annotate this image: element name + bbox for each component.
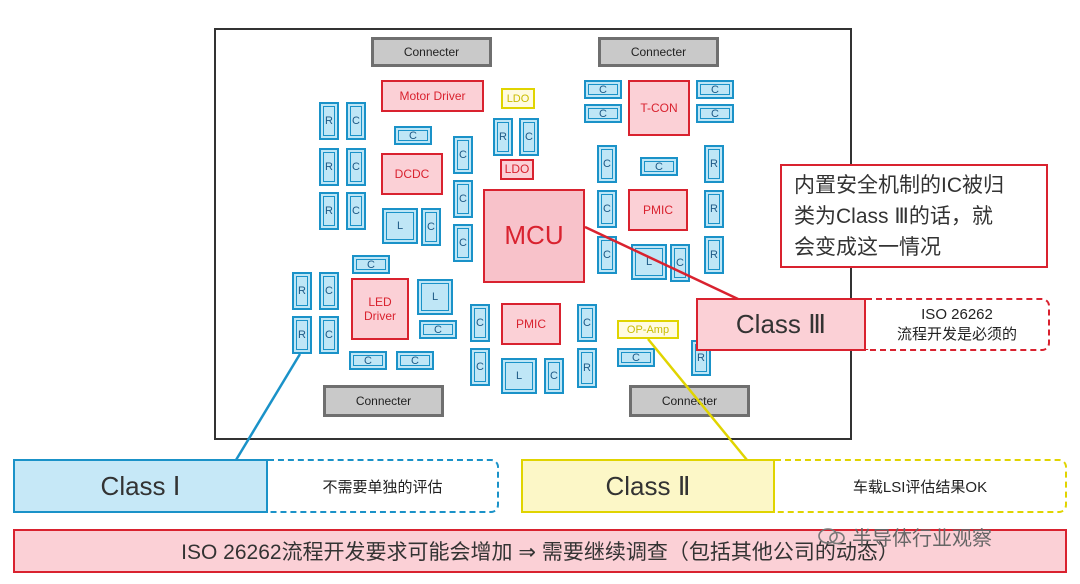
resistor: R: [577, 348, 597, 388]
capacitor: C: [470, 348, 490, 386]
capacitor: C: [419, 320, 457, 339]
watermark-text: 半导体行业观察: [852, 527, 992, 550]
resistor: R: [292, 272, 312, 310]
capacitor: C: [349, 351, 387, 370]
capacitor: C: [346, 102, 366, 140]
resistor: R: [319, 148, 339, 186]
footer-banner: ISO 26262流程开发要求可能会增加 ⇒ 需要继续调查（包括其他公司的动态）: [13, 529, 1067, 573]
capacitor: C: [670, 244, 690, 282]
class3-note: ISO 26262 流程开发是必须的: [866, 298, 1050, 351]
resistor: R: [493, 118, 513, 156]
capacitor: C: [584, 104, 622, 123]
callout-line-2: 类为Class Ⅲ的话，就: [794, 205, 993, 228]
capacitor: C: [396, 351, 434, 370]
ldo-yellow-ic: LDO: [501, 88, 535, 109]
capacitor: C: [696, 104, 734, 123]
mcu-to-class3-line: [584, 225, 739, 301]
resistor: R: [704, 145, 724, 183]
capacitor: C: [470, 304, 490, 342]
capacitor: C: [597, 190, 617, 228]
capacitor: C: [544, 358, 564, 394]
pmic-bottom-ic: PMIC: [501, 303, 561, 345]
resistor: R: [319, 102, 339, 140]
connector-top-left: Connecter: [371, 37, 492, 67]
capacitor: C: [696, 80, 734, 99]
capacitor: C: [346, 148, 366, 186]
capacitor: C: [319, 272, 339, 310]
callout-line-1: 内置安全机制的IC被归: [794, 174, 1004, 197]
connector-top-right: Connecter: [598, 37, 719, 67]
resistor: R: [319, 192, 339, 230]
callout-line-3: 会变成这一情况: [794, 236, 941, 259]
resistor-to-class1-line: [234, 353, 302, 461]
class1-note: 不需要单独的评估: [268, 459, 499, 513]
capacitor: C: [640, 157, 678, 176]
capacitor: C: [519, 118, 539, 156]
opamp-to-class2-line: [647, 338, 748, 461]
class3-note-line-2: 流程开发是必须的: [896, 325, 1017, 343]
capacitor: C: [453, 224, 473, 262]
capacitor: C: [394, 126, 432, 145]
capacitor: C: [319, 316, 339, 354]
capacitor: C: [421, 208, 441, 246]
inductor: L: [501, 358, 537, 394]
ldo-red-ic: LDO: [500, 159, 534, 180]
dcdc-ic: DCDC: [381, 153, 443, 195]
inductor: L: [417, 279, 453, 315]
capacitor: C: [453, 136, 473, 174]
class2-note: 车载LSI评估结果OK: [775, 459, 1067, 513]
callout-box: 内置安全机制的IC被归 类为Class Ⅲ的话，就 会变成这一情况: [780, 164, 1048, 268]
watermark: 半导体行业观察: [818, 521, 1058, 551]
op-amp-ic: OP-Amp: [617, 320, 679, 339]
wechat-icon: [818, 528, 845, 545]
inductor: L: [631, 244, 667, 280]
class3-label: Class Ⅲ: [696, 298, 866, 351]
class2-label: Class Ⅱ: [521, 459, 775, 513]
motor-driver-ic: Motor Driver: [381, 80, 484, 112]
capacitor: C: [617, 348, 655, 367]
led-driver-ic: LED Driver: [351, 278, 409, 340]
capacitor: C: [577, 304, 597, 342]
class3-note-line-1: ISO 26262: [921, 305, 993, 323]
mcu-ic: MCU: [483, 189, 585, 283]
capacitor: C: [597, 145, 617, 183]
inductor: L: [382, 208, 418, 244]
capacitor: C: [352, 255, 390, 274]
capacitor: C: [584, 80, 622, 99]
connector-bottom-left: Connecter: [323, 385, 444, 417]
pmic-right-ic: PMIC: [628, 189, 688, 231]
resistor: R: [292, 316, 312, 354]
tcon-ic: T-CON: [628, 80, 690, 136]
capacitor: C: [346, 192, 366, 230]
capacitor: C: [453, 180, 473, 218]
resistor: R: [704, 236, 724, 274]
resistor: R: [704, 190, 724, 228]
class1-label: Class Ⅰ: [13, 459, 268, 513]
